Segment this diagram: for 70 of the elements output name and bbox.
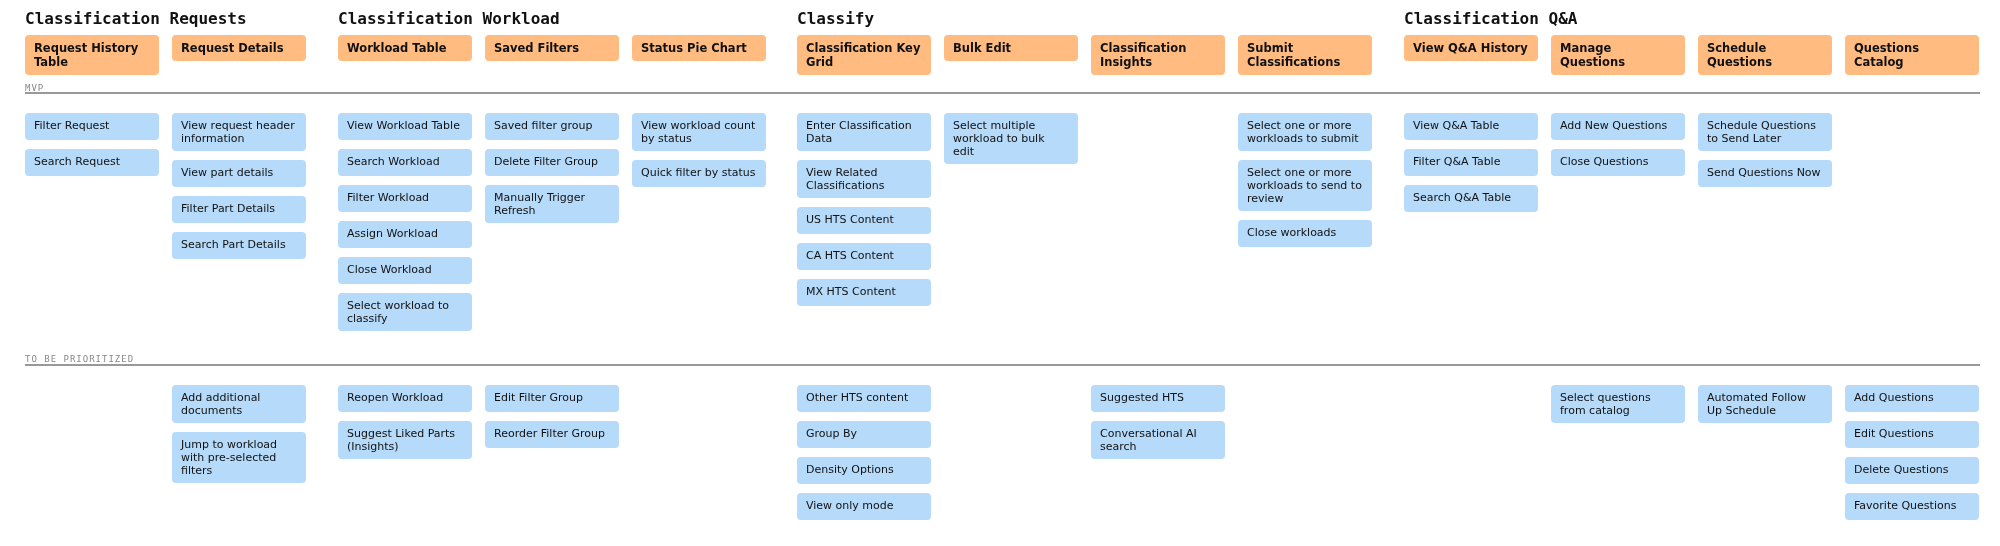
feature-card: Schedule Questions [1698,35,1832,75]
story-card: Search Workload [338,149,472,176]
story-card: View Related Classifications [797,160,931,198]
feature-card: Questions Catalog [1845,35,1979,75]
story-card: Send Questions Now [1698,160,1832,187]
epic-title: Classification Workload [338,9,560,28]
story-card: Search Request [25,149,159,176]
story-card: Filter Workload [338,185,472,212]
story-card: Search Part Details [172,232,306,259]
epic-title: Classification Q&A [1404,9,1578,28]
feature-card: Workload Table [338,35,472,61]
story-card: Density Options [797,457,931,484]
story-card: Select one or more workloads to submit [1238,113,1372,151]
story-card: View only mode [797,493,931,520]
story-card: Group By [797,421,931,448]
feature-card: Bulk Edit [944,35,1078,61]
story-card: View Workload Table [338,113,472,140]
story-card: Close workloads [1238,220,1372,247]
feature-card: Status Pie Chart [632,35,766,61]
feature-card: Classification Key Grid [797,35,931,75]
feature-card: Submit Classifications [1238,35,1372,75]
story-card: Add additional documents [172,385,306,423]
feature-card: Request Details [172,35,306,61]
release-label: TO BE PRIORITIZED [25,354,135,364]
story-card: Add Questions [1845,385,1979,412]
story-card: Select one or more workloads to send to review [1238,160,1372,211]
story-card: Filter Request [25,113,159,140]
story-card: Reorder Filter Group [485,421,619,448]
feature-card: Request History Table [25,35,159,75]
release-label: MVP [25,83,45,93]
story-card: View part details [172,160,306,187]
story-card: Quick filter by status [632,160,766,187]
story-card: Edit Filter Group [485,385,619,412]
story-card: View Q&A Table [1404,113,1538,140]
story-card: Schedule Questions to Send Later [1698,113,1832,151]
story-card: Filter Q&A Table [1404,149,1538,176]
epic-title: Classification Requests [25,9,247,28]
story-card: Enter Classification Data [797,113,931,151]
story-card: Manually Trigger Refresh [485,185,619,223]
story-card: Edit Questions [1845,421,1979,448]
story-card: Select workload to classify [338,293,472,331]
story-card: View request header information [172,113,306,151]
story-card: View workload count by status [632,113,766,151]
feature-card: View Q&A History [1404,35,1538,61]
story-card: Conversational AI search [1091,421,1225,459]
story-card: CA HTS Content [797,243,931,270]
story-card: Automated Follow Up Schedule [1698,385,1832,423]
feature-card: Manage Questions [1551,35,1685,75]
story-card: Saved filter group [485,113,619,140]
story-card: Favorite Questions [1845,493,1979,520]
epic-title: Classify [797,9,875,28]
story-card: Jump to workload with pre-selected filters [172,432,306,483]
story-card: Close Workload [338,257,472,284]
story-card: Add New Questions [1551,113,1685,140]
story-card: Other HTS content [797,385,931,412]
feature-card: Saved Filters [485,35,619,61]
feature-card: Classification Insights [1091,35,1225,75]
story-card: Delete Questions [1845,457,1979,484]
story-card: Delete Filter Group [485,149,619,176]
story-card: Assign Workload [338,221,472,248]
story-card: MX HTS Content [797,279,931,306]
story-card: Select multiple workload to bulk edit [944,113,1078,164]
story-card: US HTS Content [797,207,931,234]
story-card: Search Q&A Table [1404,185,1538,212]
story-card: Suggested HTS [1091,385,1225,412]
story-card: Reopen Workload [338,385,472,412]
story-card: Suggest Liked Parts (Insights) [338,421,472,459]
story-card: Select questions from catalog [1551,385,1685,423]
story-card: Close Questions [1551,149,1685,176]
story-card: Filter Part Details [172,196,306,223]
